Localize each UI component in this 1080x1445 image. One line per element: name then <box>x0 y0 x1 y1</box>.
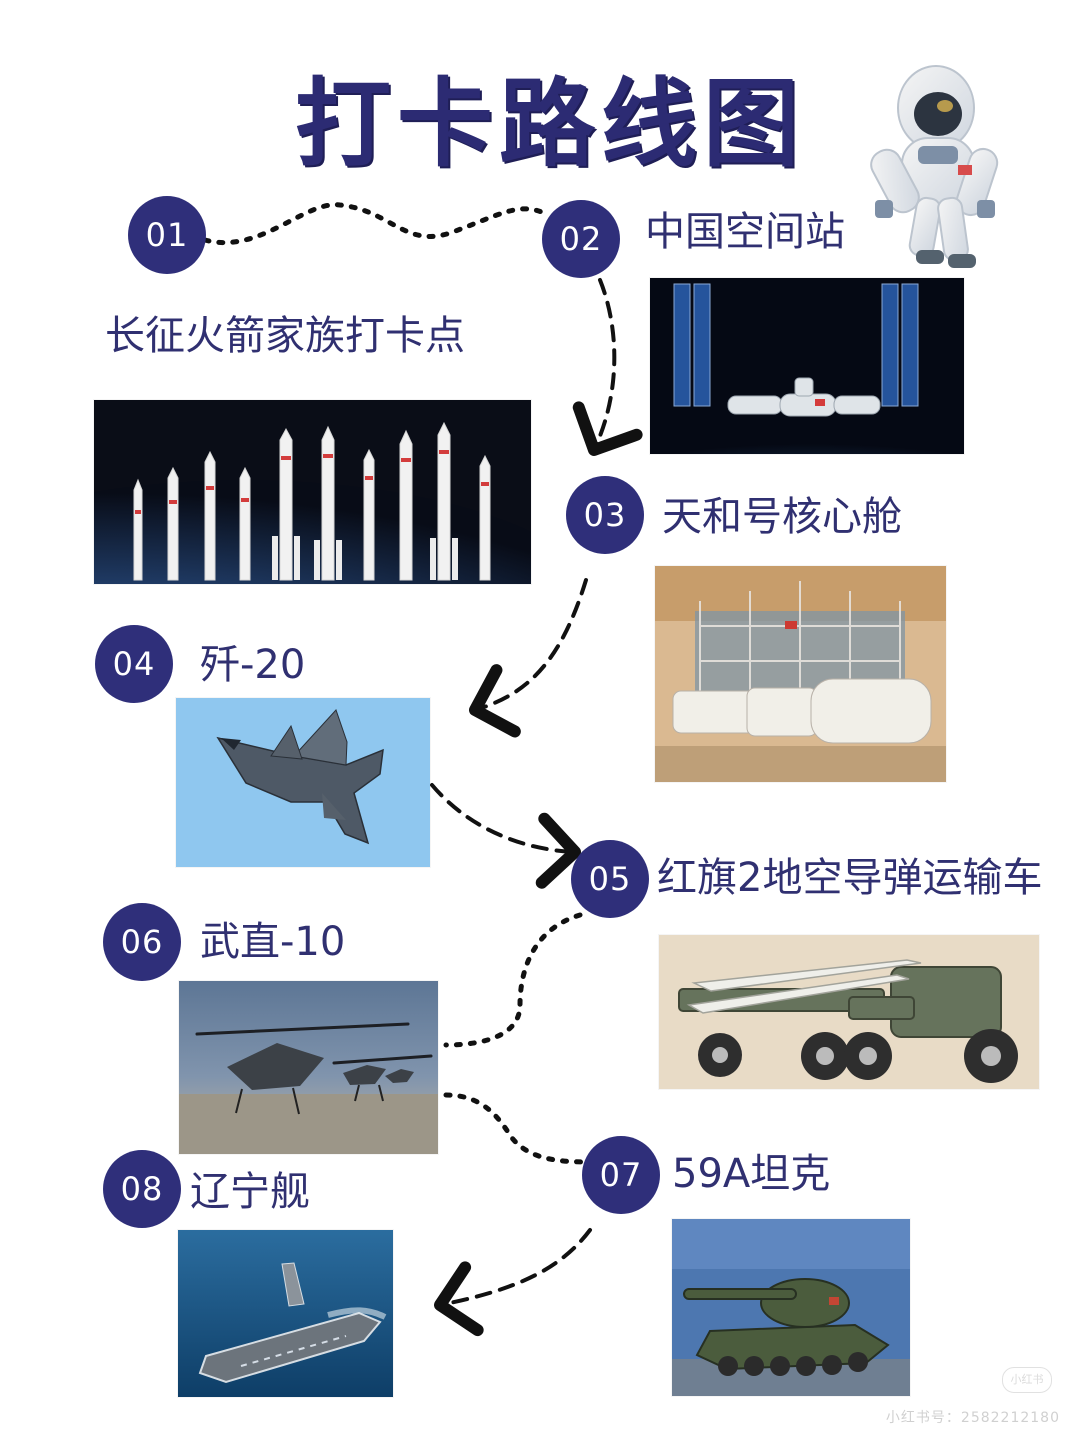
stop-label-08: 辽宁舰 <box>190 1169 310 1215</box>
route-segment-02-03 <box>572 278 643 456</box>
page-title: 打卡路线图 <box>295 68 805 180</box>
photo-rocket-family <box>94 400 531 584</box>
route-segment-03-04 <box>469 578 588 738</box>
stop-marker-08: 08 <box>103 1150 181 1228</box>
stop-marker-03: 03 <box>566 476 644 554</box>
watermark-text: 小红书号：2582212180 <box>885 1410 1060 1426</box>
stop-label-04: 歼-20 <box>200 642 306 688</box>
stop-marker-07: 07 <box>582 1136 660 1214</box>
photo-59a-tank <box>672 1219 910 1396</box>
watermark-badge: 小红书 <box>1002 1367 1052 1393</box>
photo-tianhe-core-module <box>655 566 946 782</box>
photo-j20-fighter <box>176 698 430 867</box>
photo-liaoning-carrier <box>178 1230 393 1397</box>
route-segment-04-05 <box>430 783 581 889</box>
route-segment-07-08 <box>434 1228 592 1337</box>
route-segment-05-06 <box>443 912 583 1048</box>
stop-marker-02: 02 <box>542 200 620 278</box>
stop-label-02: 中国空间站 <box>645 209 845 255</box>
stop-marker-06: 06 <box>103 903 181 981</box>
stop-label-05: 红旗2地空导弹运输车 <box>657 855 1043 901</box>
stop-label-06: 武直-10 <box>200 919 346 965</box>
stop-marker-04: 04 <box>95 625 173 703</box>
stop-marker-01: 01 <box>128 196 206 274</box>
stop-label-07: 59A坦克 <box>672 1151 831 1197</box>
photo-hq2-missile-truck <box>659 935 1039 1089</box>
astronaut-illustration <box>870 65 999 268</box>
route-segment-06-07 <box>443 1092 593 1165</box>
photo-space-station <box>650 278 964 454</box>
route-segment-01-02 <box>202 202 551 245</box>
stop-label-03: 天和号核心舱 <box>662 494 902 540</box>
photo-wz10-helicopter <box>179 981 438 1154</box>
stop-marker-05: 05 <box>571 840 649 918</box>
stop-label-01: 长征火箭家族打卡点 <box>105 313 465 359</box>
